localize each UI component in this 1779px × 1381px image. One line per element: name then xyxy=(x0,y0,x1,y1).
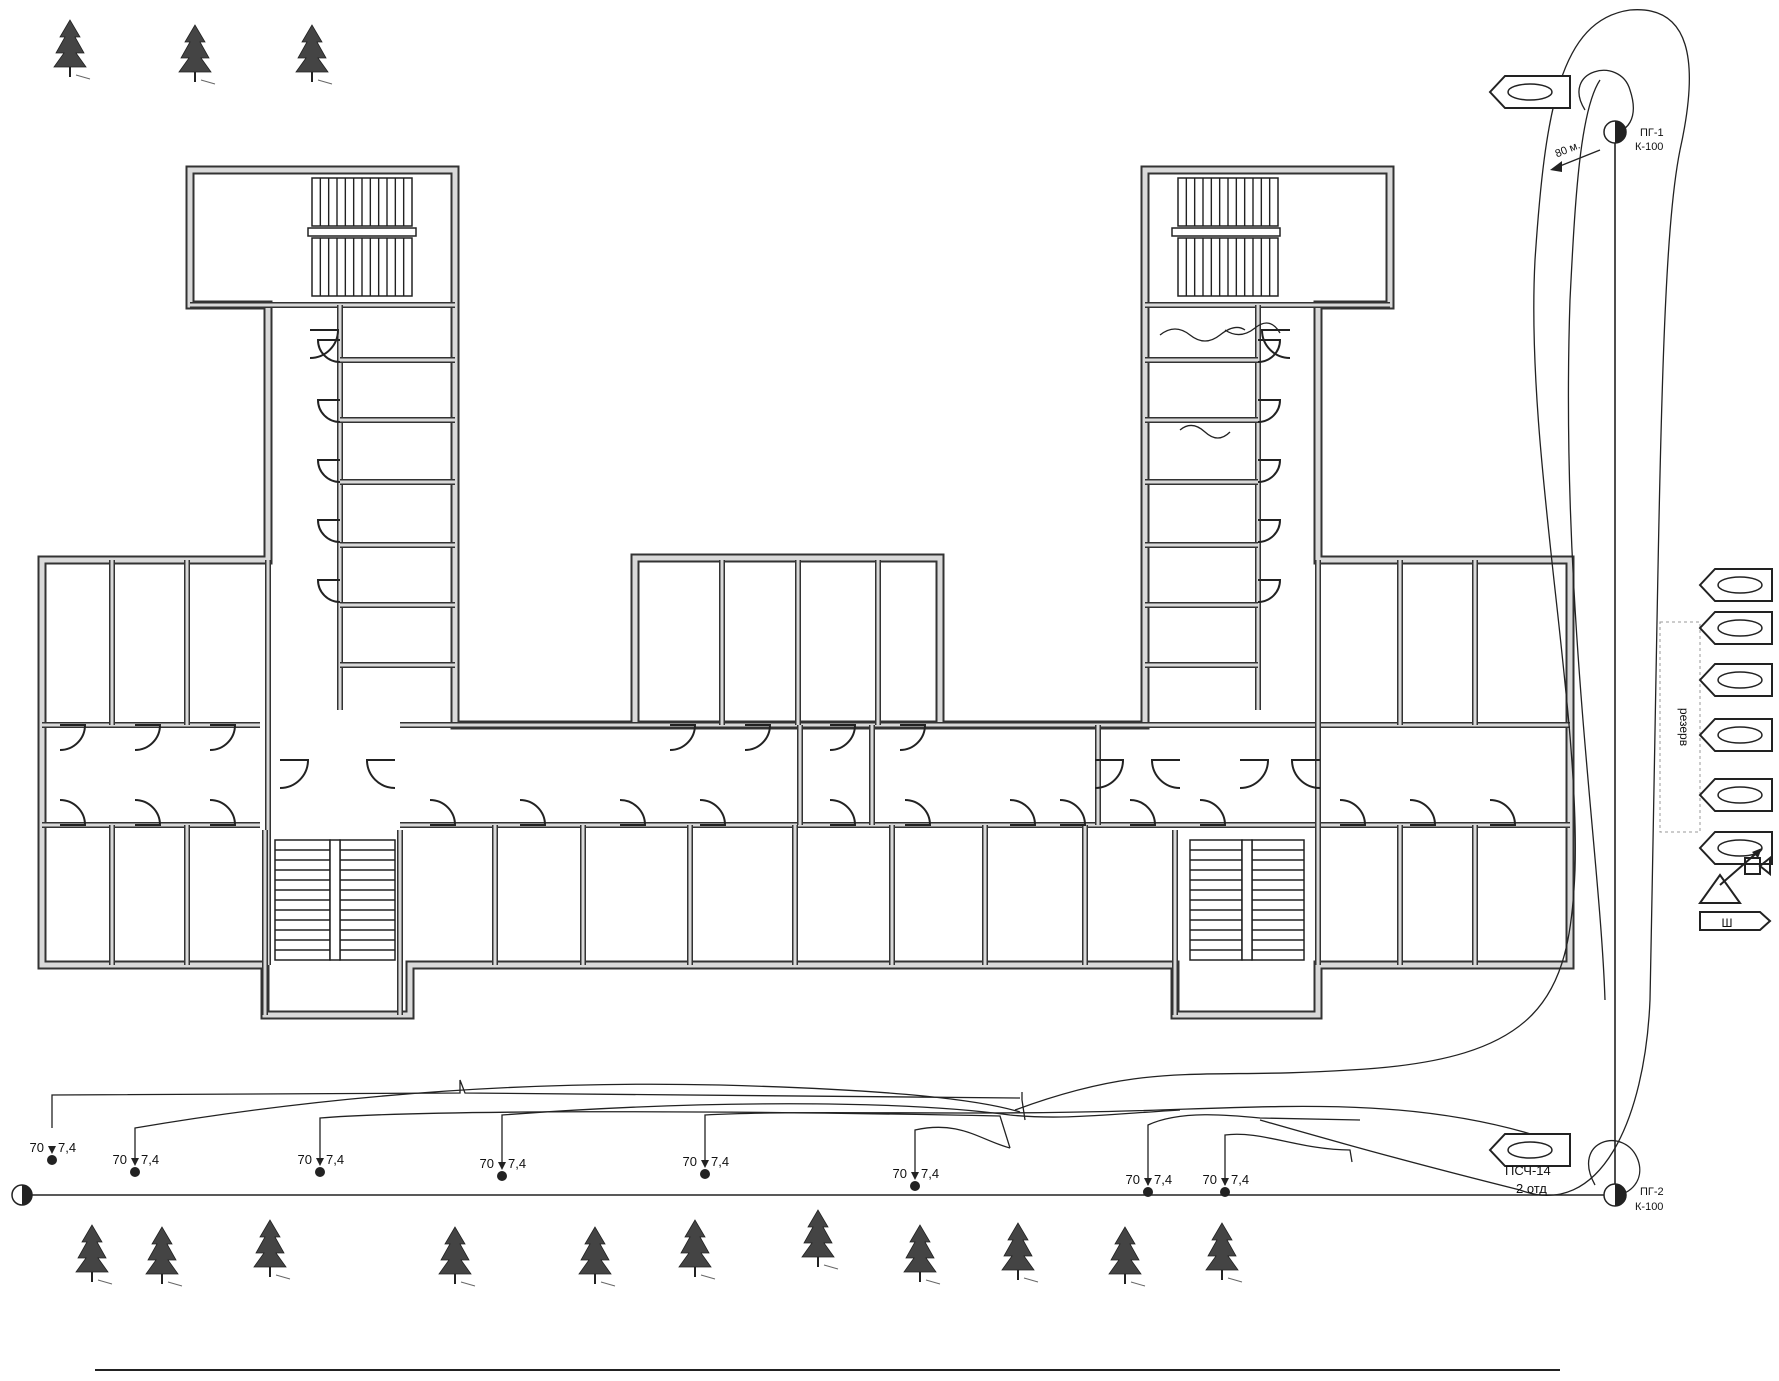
smoke-marks xyxy=(1159,322,1281,439)
nozzle-flow: 7,4 xyxy=(508,1156,526,1171)
distance-arrow: 80 м. xyxy=(1550,139,1601,172)
camera-icon xyxy=(1744,855,1771,877)
nozzle-flow: 7,4 xyxy=(326,1152,344,1167)
nozzle-pressure: 70 xyxy=(480,1156,494,1171)
tree-icon xyxy=(253,1219,291,1280)
main-hose-line xyxy=(22,132,1616,1196)
hydrant-2-label-bottom: К-100 xyxy=(1635,1201,1663,1213)
building-walls xyxy=(37,165,1575,1020)
tree-icon xyxy=(578,1226,616,1287)
nozzle-pressure: 70 xyxy=(30,1140,44,1155)
hydrant-left-end xyxy=(11,1184,33,1206)
reserve-engine-icon[interactable] xyxy=(1698,663,1773,697)
trees xyxy=(53,19,1243,1287)
hydrant-1-label-top: ПГ-1 xyxy=(1640,127,1664,139)
svg-text:Ш: Ш xyxy=(1722,916,1733,930)
tree-icon xyxy=(295,24,333,85)
hydrant-1[interactable]: ПГ-1 К-100 xyxy=(1603,120,1664,153)
engine-label-line2: 2 отд xyxy=(1516,1181,1547,1196)
tree-icon xyxy=(903,1224,941,1285)
tree-icon xyxy=(1108,1226,1146,1287)
tree-icon xyxy=(75,1224,113,1285)
staff-vehicle-icon: Ш xyxy=(1699,911,1772,931)
hose-lines xyxy=(51,9,1690,1196)
nozzle-flow: 7,4 xyxy=(711,1154,729,1169)
hydrant-2-label-top: ПГ-2 xyxy=(1640,1186,1664,1198)
reserve-engine-icon[interactable] xyxy=(1698,778,1773,812)
reserve-engine-icon[interactable] xyxy=(1698,611,1773,645)
nozzle-flow: 7,4 xyxy=(141,1152,159,1167)
tree-icon xyxy=(53,19,91,80)
engine-label-line1: ПСЧ-14 xyxy=(1505,1163,1551,1178)
nozzle-pressure: 70 xyxy=(1203,1172,1217,1187)
tree-icon xyxy=(145,1226,183,1287)
tree-icon xyxy=(678,1219,716,1280)
nozzle-pressure: 70 xyxy=(298,1152,312,1167)
room-partitions xyxy=(42,302,1570,1015)
reserve-engine-icon[interactable] xyxy=(1698,831,1773,865)
suction-hose-1 xyxy=(1578,69,1634,133)
reserve-label: резерв xyxy=(1677,708,1691,746)
hydrant-1-label-bottom: К-100 xyxy=(1635,141,1663,153)
legend-icons: Ш xyxy=(1698,848,1772,931)
doors xyxy=(59,329,1517,826)
fire-engine-hydrant-1[interactable] xyxy=(1488,75,1571,109)
reserve-group: резерв xyxy=(1659,568,1773,865)
nozzle-pressure: 70 xyxy=(893,1166,907,1181)
nozzle-flow: 7,4 xyxy=(921,1166,939,1181)
tree-icon xyxy=(801,1209,839,1270)
stairwell-left-bottom xyxy=(274,839,396,961)
tree-icon xyxy=(438,1226,476,1287)
command-post-icon xyxy=(1698,848,1762,904)
nozzle-flow: 7,4 xyxy=(1154,1172,1172,1187)
reserve-engine-icon[interactable] xyxy=(1698,568,1773,602)
tree-icon xyxy=(1205,1222,1243,1283)
nozzle-flow: 7,4 xyxy=(1231,1172,1249,1187)
stairwell-right-top xyxy=(1171,177,1281,297)
hydrant-2[interactable]: ПГ-2 К-100 xyxy=(1603,1183,1664,1213)
tree-icon xyxy=(1001,1222,1039,1283)
fire-engine-hydrant-2[interactable]: ПСЧ-14 2 отд xyxy=(1488,1133,1571,1196)
stairwell-left-top xyxy=(307,177,417,297)
nozzle-pressure: 70 xyxy=(683,1154,697,1169)
stairwell-right-bottom xyxy=(1189,839,1305,961)
reserve-engine-icon[interactable] xyxy=(1698,718,1773,752)
nozzle-pressure: 70 xyxy=(1126,1172,1140,1187)
nozzle-pressure: 70 xyxy=(113,1152,127,1167)
nozzle-flow: 7,4 xyxy=(58,1140,76,1155)
tree-icon xyxy=(178,24,216,85)
distance-label: 80 м. xyxy=(1553,139,1582,160)
reserve-engines xyxy=(1698,568,1773,865)
center-wing-walls xyxy=(630,553,945,725)
suction-hose-2 xyxy=(1588,1140,1641,1196)
